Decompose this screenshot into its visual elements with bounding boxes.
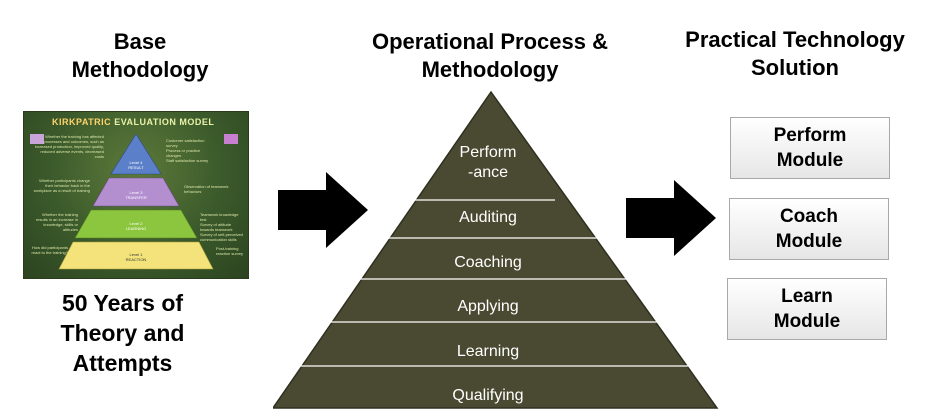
kirkpatrick-title-part2: EVALUATION MODEL — [114, 117, 215, 127]
process-pyramid — [273, 90, 719, 409]
heading-line: Practical Technology — [685, 27, 905, 52]
pyramid-level-qualifying: Qualifying — [452, 387, 524, 404]
pyramid-level-performance: Perform -ance — [459, 144, 517, 181]
kirkpatrick-pyramid — [58, 133, 214, 270]
kirkpatrick-title-part1: KIRKPATRIC — [52, 117, 112, 127]
caption-line: 50 Years of — [61, 290, 184, 316]
right-arrow-icon — [626, 180, 716, 256]
kirk-left-note: How did participants react to the traini… — [31, 245, 68, 255]
kirkpatrick-level-4 — [110, 133, 162, 175]
heading-line: Solution — [751, 55, 839, 80]
kirkpatrick-title: KIRKPATRIC EVALUATION MODEL — [52, 117, 214, 127]
pyramid-level-auditing: Auditing — [459, 209, 517, 226]
caption-line: Attempts — [72, 350, 173, 376]
kirk-right-note: Post-training reaction survey — [216, 246, 244, 256]
heading-line: Methodology — [421, 57, 559, 82]
kirk-left-note: Whether the training results in an incre… — [35, 212, 78, 232]
pyramid-level-coaching: Coaching — [454, 254, 522, 271]
years-of-theory-caption: 50 Years of Theory and Attempts — [20, 288, 225, 378]
heading-line: Operational Process & — [372, 29, 608, 54]
kirk-right-note: Customer satisfaction survey Process or … — [166, 138, 209, 163]
kirk-left-note: Whether the training has affected proces… — [34, 134, 104, 159]
base-methodology-heading: Base Methodology — [40, 28, 240, 84]
kirkpatrick-level-2 — [74, 209, 198, 239]
kirk-left-note: Whether participants change their behavi… — [33, 178, 90, 193]
pyramid-level-learning: Learning — [456, 343, 520, 360]
decoration-sticker — [224, 134, 238, 144]
heading-line: Methodology — [71, 57, 209, 82]
pyramid-shape — [273, 90, 719, 409]
decoration-sticker — [30, 134, 44, 144]
kirk-right-note: Observation of teamwork behaviors — [184, 184, 229, 194]
heading-line: Base — [113, 29, 167, 54]
operational-process-heading: Operational Process & Methodology — [345, 28, 635, 84]
kirkpatrick-level-1 — [58, 241, 214, 270]
caption-line: Theory and — [60, 320, 185, 346]
pyramid-level-applying: Applying — [457, 298, 519, 315]
kirkpatrick-level-3 — [92, 177, 180, 207]
kirk-right-note: Teamwork knowledge test Survey of attitu… — [200, 212, 243, 242]
practical-technology-heading: Practical Technology Solution — [660, 26, 930, 82]
right-arrow-icon — [278, 172, 368, 248]
